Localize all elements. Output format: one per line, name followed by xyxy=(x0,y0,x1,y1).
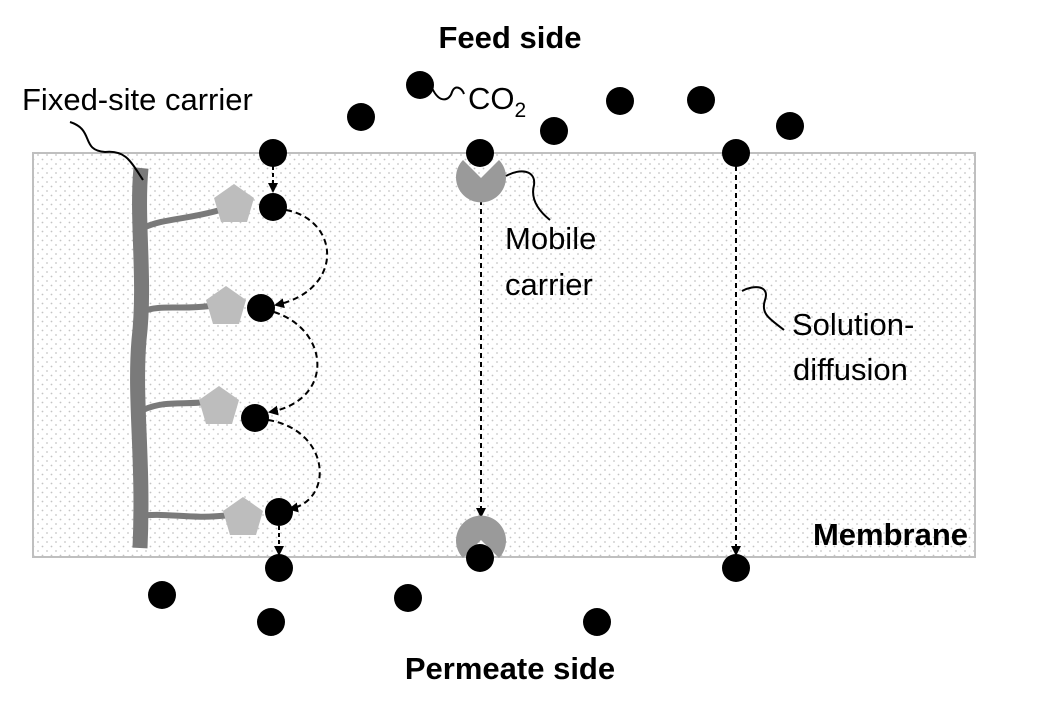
membrane xyxy=(32,152,976,558)
co2-molecule-icon xyxy=(776,112,804,140)
co2-molecule-icon xyxy=(259,193,287,221)
co2-molecule-icon xyxy=(257,608,285,636)
pentagon-site-icon xyxy=(206,286,246,324)
co2-molecule-icon xyxy=(466,544,494,572)
pacman-carrier-icon xyxy=(455,515,507,558)
side-chain xyxy=(139,303,211,315)
callout-fixed-site xyxy=(69,121,144,181)
solution-diffusion-label-line2: diffusion xyxy=(793,352,908,387)
co2-molecule-icon xyxy=(347,103,375,131)
co2-label-main: CO xyxy=(468,81,515,116)
co2-molecule-icon xyxy=(148,581,176,609)
co2-molecule-icon xyxy=(241,404,269,432)
co2-molecule-icon xyxy=(722,139,750,167)
co2-molecule-icon xyxy=(259,139,287,167)
co2-molecule-icon xyxy=(583,608,611,636)
co2-molecule-icon xyxy=(406,71,434,99)
callout-co2 xyxy=(431,86,465,101)
co2-molecule-icon xyxy=(540,117,568,145)
callout-mobile xyxy=(505,170,551,221)
hop-arrow xyxy=(274,209,329,309)
permeate-side-label: Permeate side xyxy=(405,651,615,686)
co2-molecule-icon xyxy=(687,86,715,114)
hop-arrow xyxy=(267,419,321,513)
hop-arrow xyxy=(268,311,319,416)
pentagon-site-icon xyxy=(214,184,254,222)
mobile-carrier-label-line2: carrier xyxy=(505,267,593,302)
co2-molecule-icon xyxy=(722,554,750,582)
fixed-site-backbone xyxy=(130,167,150,549)
side-chain xyxy=(141,399,206,413)
co2-molecule-icon xyxy=(606,87,634,115)
fixed-site-carrier-label: Fixed-site carrier xyxy=(22,82,253,117)
side-chain xyxy=(139,511,231,520)
membrane-label: Membrane xyxy=(813,517,968,552)
side-chain xyxy=(141,207,221,231)
co2-label-subscript: 2 xyxy=(515,99,527,122)
pentagon-site-icon xyxy=(223,497,263,535)
co2-molecule-icon xyxy=(265,554,293,582)
co2-molecule-icon xyxy=(247,294,275,322)
mobile-carrier-label-line1: Mobile xyxy=(505,221,596,256)
callout-solution xyxy=(741,286,785,331)
solution-diffusion-label-line1: Solution- xyxy=(792,307,914,342)
pentagon-site-icon xyxy=(199,386,239,424)
co2-label: CO2 xyxy=(468,81,526,122)
feed-side-label: Feed side xyxy=(439,20,582,55)
co2-molecule-icon xyxy=(466,139,494,167)
co2-molecule-icon xyxy=(394,584,422,612)
pacman-carrier-icon xyxy=(455,160,506,203)
co2-molecule-icon xyxy=(265,498,293,526)
